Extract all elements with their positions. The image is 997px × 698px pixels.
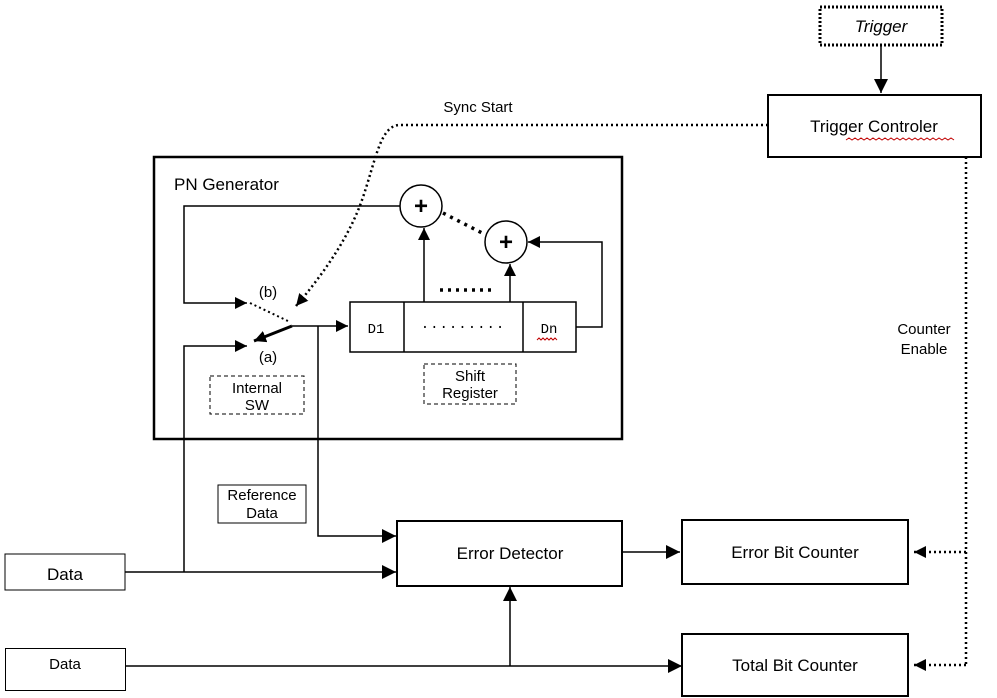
switch-b-label: (b) (259, 284, 277, 301)
error-detector-box: Error Detector (396, 520, 623, 587)
xor-symbol-2: + (499, 229, 513, 256)
dn-feedback-line (528, 236, 603, 328)
counter-enable-line1: Counter (897, 321, 950, 338)
reference-data-line2: Data (246, 505, 278, 522)
shift-register: D1 ········· Dn (349, 301, 577, 353)
trigger-box: Trigger (818, 5, 944, 47)
switch-b-position (249, 302, 291, 323)
sync-start-label: Sync Start (443, 99, 513, 116)
sync-start-line (295, 123, 768, 307)
switch-a-label: (a) (259, 349, 277, 366)
trigger-label: Trigger (855, 17, 909, 36)
total-bit-counter-label: Total Bit Counter (732, 656, 858, 675)
register-cell-dn: Dn (541, 322, 558, 338)
error-bit-counter-box: Error Bit Counter (681, 519, 909, 585)
error-detector-label: Error Detector (457, 544, 564, 563)
data-to-switch-line (183, 340, 247, 572)
xor-chain-dots (442, 211, 485, 236)
shift-register-label-box: Shift Register (423, 363, 517, 405)
reference-data-label-box: Reference Data (217, 484, 307, 524)
pn-generator-box: PN Generator (152, 155, 624, 441)
xor-symbol-1: + (414, 193, 428, 220)
internal-sw-line2: SW (245, 397, 270, 414)
internal-sw-line1: Internal (232, 380, 282, 397)
xor-gate-1: + (399, 184, 443, 228)
xor-gate-2: + (484, 220, 528, 264)
trigger-controller-label: Trigger Controler (810, 117, 938, 136)
internal-switch: (b) (a) (249, 284, 348, 366)
pn-generator-title: PN Generator (174, 175, 279, 194)
reference-data-line (317, 326, 396, 543)
switch-arm (253, 324, 293, 343)
spellcheck-underline (845, 137, 955, 141)
reference-data-line1: Reference (227, 487, 296, 504)
counter-enable-line2: Enable (901, 341, 948, 358)
total-bit-counter-box: Total Bit Counter (681, 633, 909, 697)
spellcheck-underline-dn (536, 337, 558, 341)
feedback-line (183, 205, 400, 309)
register-cell-middle: ········· (421, 320, 506, 336)
data-clock-input-box: Data (5, 648, 126, 691)
shift-register-label-line2: Register (442, 385, 498, 402)
trigger-controller-box: Trigger Controler (767, 94, 982, 158)
error-bit-counter-label: Error Bit Counter (731, 543, 859, 562)
data-clock-input-label: Data (49, 656, 81, 673)
register-cell-d1: D1 (368, 322, 385, 338)
data-input-box: Data (4, 553, 126, 591)
data-input-label: Data (47, 565, 83, 584)
shift-register-label-line1: Shift (455, 368, 486, 385)
internal-sw-label-box: Internal SW (209, 375, 305, 415)
